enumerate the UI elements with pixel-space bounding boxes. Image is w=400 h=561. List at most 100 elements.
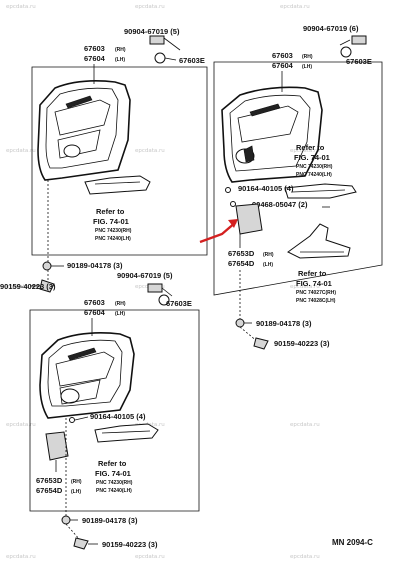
clip-icon: [340, 46, 352, 58]
refer-a-pnc1: PNC 74230(RH): [296, 164, 333, 170]
rh-label: (RH): [115, 47, 126, 53]
refer-a-pnc1: PNC 74230(RH): [95, 228, 132, 234]
bolt-icon: [42, 261, 52, 271]
watermark: epcdata.ru: [290, 148, 320, 154]
part-label-clip-mid: 90904-67019 (5): [117, 271, 173, 280]
part-label-bolt: 90189-04178 (3): [82, 516, 138, 525]
leader-line: [163, 37, 181, 51]
bottom-left-door-group: 90904-67019 (5) 67603E 67603 (RH) 67604 …: [36, 271, 192, 550]
leader-line: [74, 416, 89, 421]
watermark: epcdata.ru: [290, 284, 320, 290]
leader-line: [339, 39, 351, 46]
pocket-area: [59, 379, 101, 405]
door-trim-inner-line: [45, 87, 119, 169]
armrest-part-icon: [84, 175, 151, 195]
dashed-leader: [65, 523, 81, 541]
part-label-67603: 67603: [84, 44, 105, 53]
panel-boxes: [29, 61, 383, 512]
refer-a-line2: FIG. 74-01: [93, 217, 129, 226]
leader-line: [164, 57, 177, 61]
clip-icon: [154, 52, 166, 64]
lh-label: (LH): [115, 57, 125, 63]
clip-icon: [351, 35, 367, 45]
rh-label: (RH): [302, 54, 313, 60]
part-label-clip-top-right: 90904-67019 (6): [303, 24, 359, 33]
speaker-icon: [60, 388, 80, 404]
watermark: epcdata.ru: [290, 422, 320, 428]
leader-line: [161, 287, 173, 297]
bracket-icon: [243, 145, 255, 163]
box-bottom-left: [29, 309, 200, 512]
part-label-bolt: 90189-04178 (3): [256, 319, 312, 328]
watermark: epcdata.ru: [135, 554, 165, 560]
door-pocket-icon: [45, 431, 69, 461]
clip-icon: [253, 337, 269, 350]
refer-a-line1: Refer to: [296, 143, 325, 152]
clip-icon: [158, 294, 170, 306]
part-label-67604: 67604: [84, 54, 106, 63]
bolt-icon: [235, 318, 245, 328]
speaker-icon: [63, 144, 81, 158]
refer-b-line1: Refer to: [298, 269, 327, 278]
bolt-icon: [61, 515, 71, 525]
refer-a-pnc1: PNC 74230(RH): [96, 480, 133, 486]
part-label-clip-3: 90159-40223 (3): [102, 540, 158, 549]
part-label-67604: 67604: [84, 308, 106, 317]
lh-label: (LH): [302, 64, 312, 70]
lh-label: (LH): [115, 311, 125, 317]
box-right: [213, 61, 383, 296]
part-label-screw-4: 90164-40105 (4): [238, 184, 294, 193]
refer-b-line2: FIG. 74-01: [296, 279, 332, 288]
part-label-pocket-rh: 67653D: [228, 249, 255, 258]
part-label-67603: 67603: [272, 51, 293, 60]
part-label-pocket-rh: 67653D: [36, 476, 63, 485]
watermark: epcdata.ru: [135, 148, 165, 154]
armrest-detail: [291, 189, 346, 193]
door-handle-icon: [65, 95, 93, 109]
refer-a-line2: FIG. 74-01: [294, 153, 330, 162]
diagram-code: MN 2094-C: [332, 538, 373, 547]
clip-icon: [147, 283, 163, 293]
part-label-clip-top-left: 90904-67019 (5): [124, 27, 180, 36]
part-label-67603e: 67603E: [346, 57, 372, 66]
rh-label: (RH): [115, 301, 126, 307]
refer-b-pnc1: PNC 74027C(RH): [296, 290, 336, 296]
door-trim-inner-line: [47, 339, 123, 407]
part-label-screw-2: 90468-05047 (2): [252, 200, 308, 209]
refer-a-pnc2: PNC 74240(LH): [95, 236, 131, 242]
watermark: epcdata.ru: [290, 554, 320, 560]
part-label-67603e: 67603E: [179, 56, 205, 65]
screw-icon: [225, 187, 231, 193]
part-label-clip-3: 90159-40223 (3): [274, 339, 330, 348]
watermark: epcdata.ru: [6, 554, 36, 560]
watermark: epcdata.ru: [280, 4, 310, 10]
lh-label: (LH): [263, 262, 273, 268]
grip-handle-icon: [287, 223, 351, 259]
clip-icon: [73, 537, 89, 550]
red-arrow-icon: [199, 221, 237, 244]
refer-a-line1: Refer to: [98, 459, 127, 468]
refer-a-pnc2: PNC 74240(LH): [96, 488, 132, 494]
rh-label: (RH): [263, 252, 274, 258]
watermark: epcdata.ru: [6, 422, 36, 428]
screw-icon: [69, 417, 75, 423]
door-trim-inner-line: [229, 94, 311, 172]
door-trim-panel-icon: [37, 80, 131, 181]
box-top-left: [31, 66, 208, 256]
clip-icon: [39, 279, 55, 293]
clip-icon: [149, 35, 165, 45]
part-label-67603e: 67603E: [166, 299, 192, 308]
pocket-area: [57, 129, 101, 159]
armrest-recess: [55, 351, 115, 387]
screw-icon: [230, 201, 236, 207]
part-label-67603: 67603: [84, 298, 105, 307]
top-left-door-group: 90904-67019 (5) 67603E 67603 (RH) 67604 …: [0, 27, 205, 293]
part-label-clip-3: 90159-40223 (3): [0, 282, 56, 291]
rh-label: (RH): [71, 479, 82, 485]
refer-a-line2: FIG. 74-01: [95, 469, 131, 478]
part-label-bolt: 90189-04178 (3): [67, 261, 123, 270]
refer-a-line1: Refer to: [96, 207, 125, 216]
refer-a-pnc2: PNC 74240(LH): [296, 172, 332, 178]
armrest-detail: [101, 430, 151, 434]
